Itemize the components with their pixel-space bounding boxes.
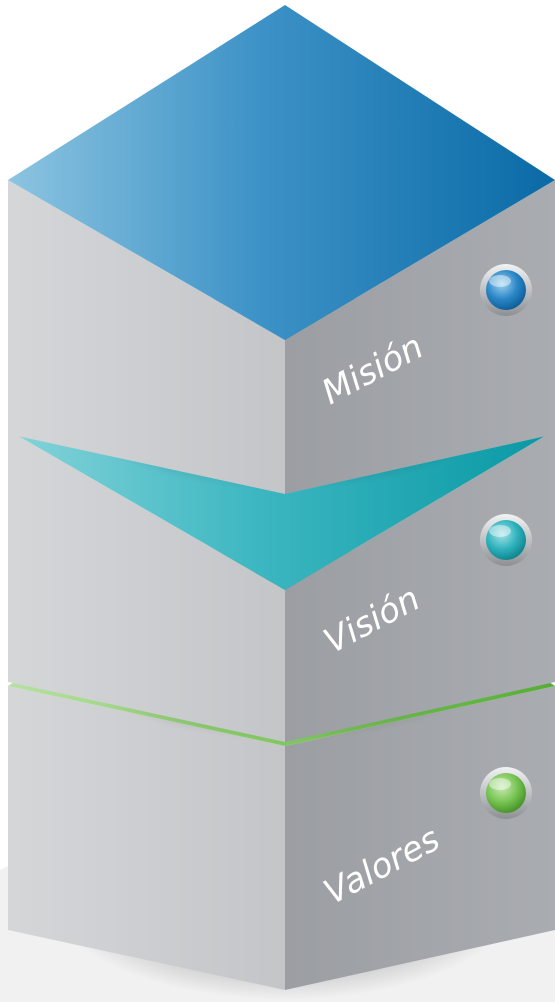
left-face <box>8 180 285 494</box>
button-indicator-icon <box>486 773 526 813</box>
left-face <box>8 430 285 742</box>
status-button[interactable] <box>480 767 532 819</box>
button-indicator-icon <box>486 270 526 310</box>
status-button[interactable] <box>480 264 532 316</box>
button-indicator-icon <box>486 520 526 560</box>
block-mision: Misión <box>8 5 555 494</box>
top-face <box>8 5 555 340</box>
right-face <box>285 686 555 990</box>
status-button[interactable] <box>480 514 532 566</box>
right-face <box>285 430 555 742</box>
right-face <box>285 180 555 494</box>
left-face <box>8 686 285 990</box>
